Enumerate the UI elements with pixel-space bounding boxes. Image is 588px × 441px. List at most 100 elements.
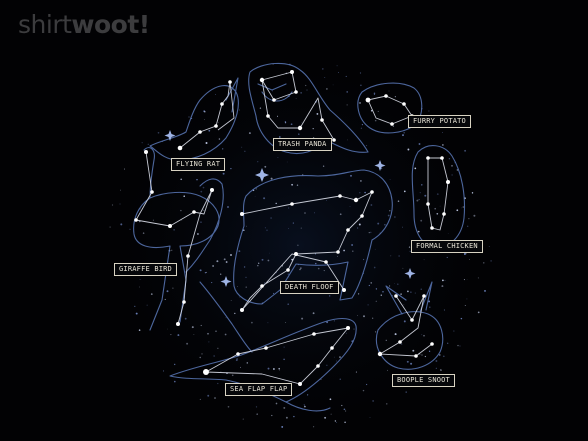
dust-star: [423, 259, 425, 261]
dust-star: [387, 214, 390, 217]
dust-star: [377, 110, 379, 112]
dust-star: [271, 414, 273, 417]
dust-star: [220, 273, 222, 275]
dust-star: [397, 200, 400, 202]
dust-star: [173, 229, 175, 231]
logo-text-shirt: shirt: [18, 10, 72, 39]
dust-star: [459, 345, 461, 347]
constellation-stars: [134, 70, 450, 386]
dust-star: [372, 400, 374, 402]
dust-star: [207, 395, 209, 397]
dust-star: [235, 359, 238, 361]
dust-star: [183, 195, 185, 197]
dust-star: [368, 232, 370, 234]
dust-star: [200, 324, 202, 327]
dust-star: [402, 267, 404, 269]
dust-star: [139, 278, 141, 281]
dust-star: [462, 206, 465, 208]
dust-star: [410, 362, 413, 365]
sparkle-stars: [164, 130, 416, 287]
death-floof-lines: [241, 191, 373, 311]
dust-star: [453, 330, 455, 332]
dust-star: [343, 408, 346, 411]
dust-star: [336, 422, 337, 423]
dust-star: [222, 148, 224, 150]
dust-star: [188, 116, 190, 118]
label-giraffe-bird: GIRAFFE BIRD: [114, 263, 177, 276]
dust-star: [359, 72, 362, 74]
dust-star: [403, 190, 406, 193]
dust-star: [322, 165, 325, 167]
dust-star: [213, 355, 215, 357]
dust-star: [206, 271, 208, 273]
death-floof-outline: [233, 169, 393, 305]
dust-star: [361, 124, 363, 126]
dust-star: [245, 286, 247, 288]
dust-star: [434, 207, 437, 210]
dust-star: [303, 404, 305, 405]
dust-star: [355, 371, 357, 373]
dust-star: [460, 317, 463, 320]
dust-star: [429, 306, 431, 308]
dust-star: [466, 279, 468, 280]
dust-star: [349, 206, 351, 207]
dust-star: [217, 382, 219, 385]
dust-star: [152, 219, 154, 221]
dust-star: [407, 148, 410, 151]
dust-star: [244, 150, 246, 152]
dust-star: [374, 248, 376, 250]
dust-star: [417, 230, 420, 233]
dust-star: [446, 256, 448, 258]
dust-star: [230, 254, 232, 256]
dust-star: [442, 279, 444, 282]
dust-star: [368, 284, 370, 287]
dust-star: [421, 334, 423, 336]
dust-star: [373, 92, 376, 95]
dust-star: [421, 184, 423, 186]
dust-star: [270, 217, 272, 219]
dust-star: [471, 192, 474, 194]
dust-star: [402, 134, 404, 137]
dust-star: [120, 223, 123, 226]
dust-star: [382, 291, 384, 293]
formal-chicken-lines: [427, 157, 449, 231]
dust-star: [359, 179, 362, 182]
dust-star: [303, 404, 305, 406]
dust-star: [443, 309, 445, 311]
dust-star: [463, 253, 466, 255]
dust-star: [193, 334, 195, 335]
dust-star: [239, 296, 241, 298]
dust-star: [370, 282, 372, 284]
dust-star: [277, 157, 279, 158]
dust-star: [350, 174, 352, 177]
dust-star: [146, 304, 148, 306]
dust-star: [320, 379, 322, 380]
dust-star: [301, 317, 304, 320]
logo-text-woot: woot!: [71, 10, 150, 39]
dust-star: [326, 200, 327, 202]
dust-star: [359, 102, 361, 104]
dust-star: [364, 191, 366, 194]
dust-star: [394, 216, 396, 218]
dust-star: [346, 332, 347, 334]
dust-star: [227, 206, 229, 208]
dust-star: [166, 290, 169, 293]
dust-star: [174, 380, 176, 383]
dust-star: [243, 266, 246, 268]
dust-star: [317, 267, 320, 270]
dust-star: [205, 142, 208, 144]
dust-star: [141, 142, 143, 144]
dust-star: [347, 139, 348, 141]
dust-star: [120, 189, 121, 191]
dust-star: [436, 212, 439, 215]
dust-star: [275, 202, 277, 205]
dust-star: [442, 144, 444, 146]
dust-star: [409, 250, 411, 253]
dust-star: [312, 127, 314, 130]
dust-star: [204, 110, 206, 113]
label-flying-rat: FLYING RAT: [171, 158, 226, 171]
dust-star: [357, 293, 360, 295]
shirtwoot-logo[interactable]: shirtwoot!: [18, 8, 150, 42]
dust-star: [225, 261, 228, 263]
